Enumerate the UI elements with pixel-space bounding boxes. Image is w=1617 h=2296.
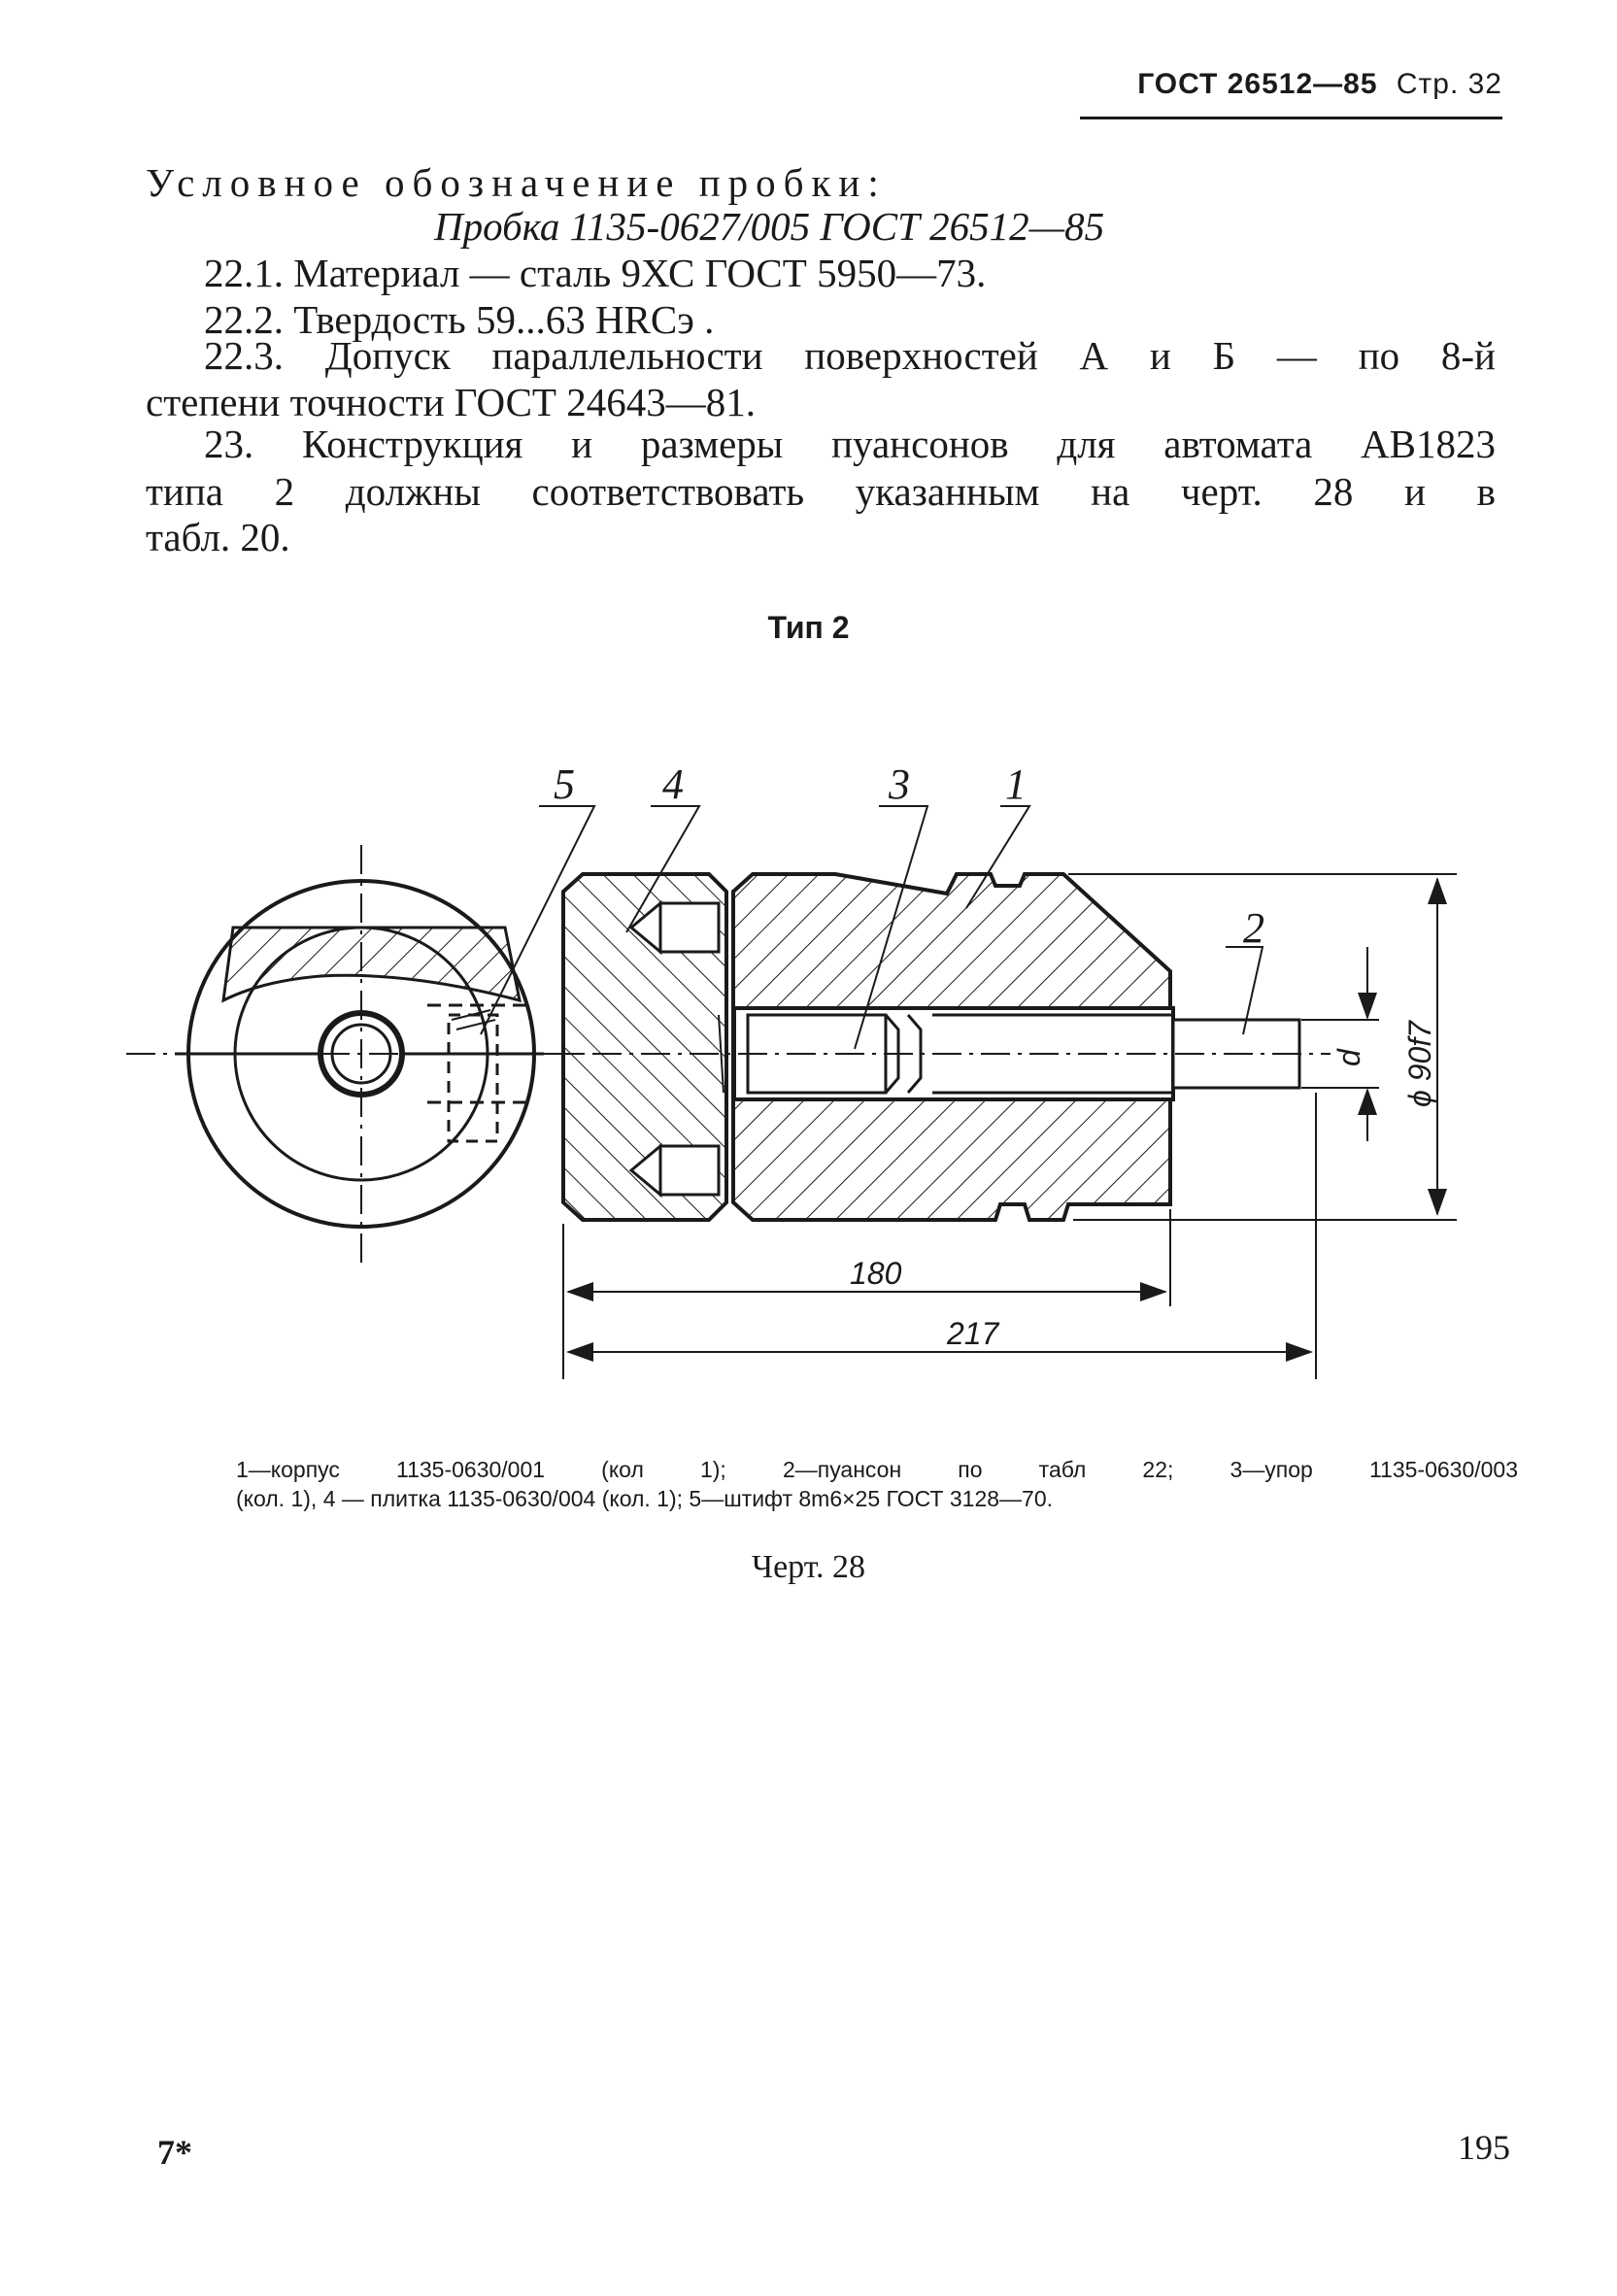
dim-d: d — [1331, 1048, 1366, 1066]
figure-type-label: Тип 2 — [767, 610, 850, 645]
item-23-line2: типа 2 должны соответствовать указанным … — [146, 469, 1496, 514]
callout-3: 3 — [888, 760, 910, 808]
callout-leaders — [480, 805, 1264, 1050]
end-view — [126, 845, 583, 1263]
header-gost: ГОСТ 26512—85 — [1137, 68, 1378, 100]
footer-signature-mark: 7* — [157, 2133, 192, 2172]
dim-180: 180 — [850, 1256, 902, 1291]
item-22-3-line2: степени точности ГОСТ 24643—81. — [146, 380, 756, 424]
item-22-1: 22.1. Материал — сталь 9ХС ГОСТ 5950—73. — [204, 251, 987, 295]
item-22-2: 22.2. Твердость 59...63 HRCэ . — [204, 297, 715, 342]
dim-diameter: ϕ 90f7 — [1402, 1020, 1437, 1107]
item-23-line1: 23. Конструкция и размеры пуансонов для … — [204, 422, 1496, 466]
designation-label: Условное обозначение пробки: — [146, 160, 887, 205]
callout-4: 4 — [662, 760, 684, 808]
section-view — [544, 872, 1331, 1222]
callout-1: 1 — [1005, 760, 1027, 808]
item-23-line3: табл. 20. — [146, 515, 290, 559]
callout-2: 2 — [1243, 904, 1264, 952]
designation-value: Пробка 1135-0627/005 ГОСТ 26512—85 — [434, 204, 1105, 249]
figure-number: Черт. 28 — [751, 1549, 866, 1585]
callout-5: 5 — [554, 760, 575, 808]
figure-caption: 1—корпус 1135-0630/001 (кол 1); 2—пуансо… — [236, 1455, 1518, 1513]
item-22-3-line1: 22.3. Допуск параллельности поверхностей… — [204, 333, 1496, 378]
caption-line2: (кол. 1), 4 — плитка 1135-0630/004 (кол.… — [236, 1486, 1054, 1511]
caption-line1: 1—корпус 1135-0630/001 (кол 1); 2—пуансо… — [236, 1457, 1518, 1482]
dimension-lines — [562, 873, 1457, 1379]
dim-217: 217 — [946, 1316, 1000, 1351]
page-header: ГОСТ 26512—85 Стр. 32 — [1137, 68, 1502, 101]
header-page: Стр. 32 — [1396, 68, 1502, 100]
header-rule — [1080, 117, 1502, 119]
footer-page-number: 195 — [1458, 2128, 1510, 2167]
